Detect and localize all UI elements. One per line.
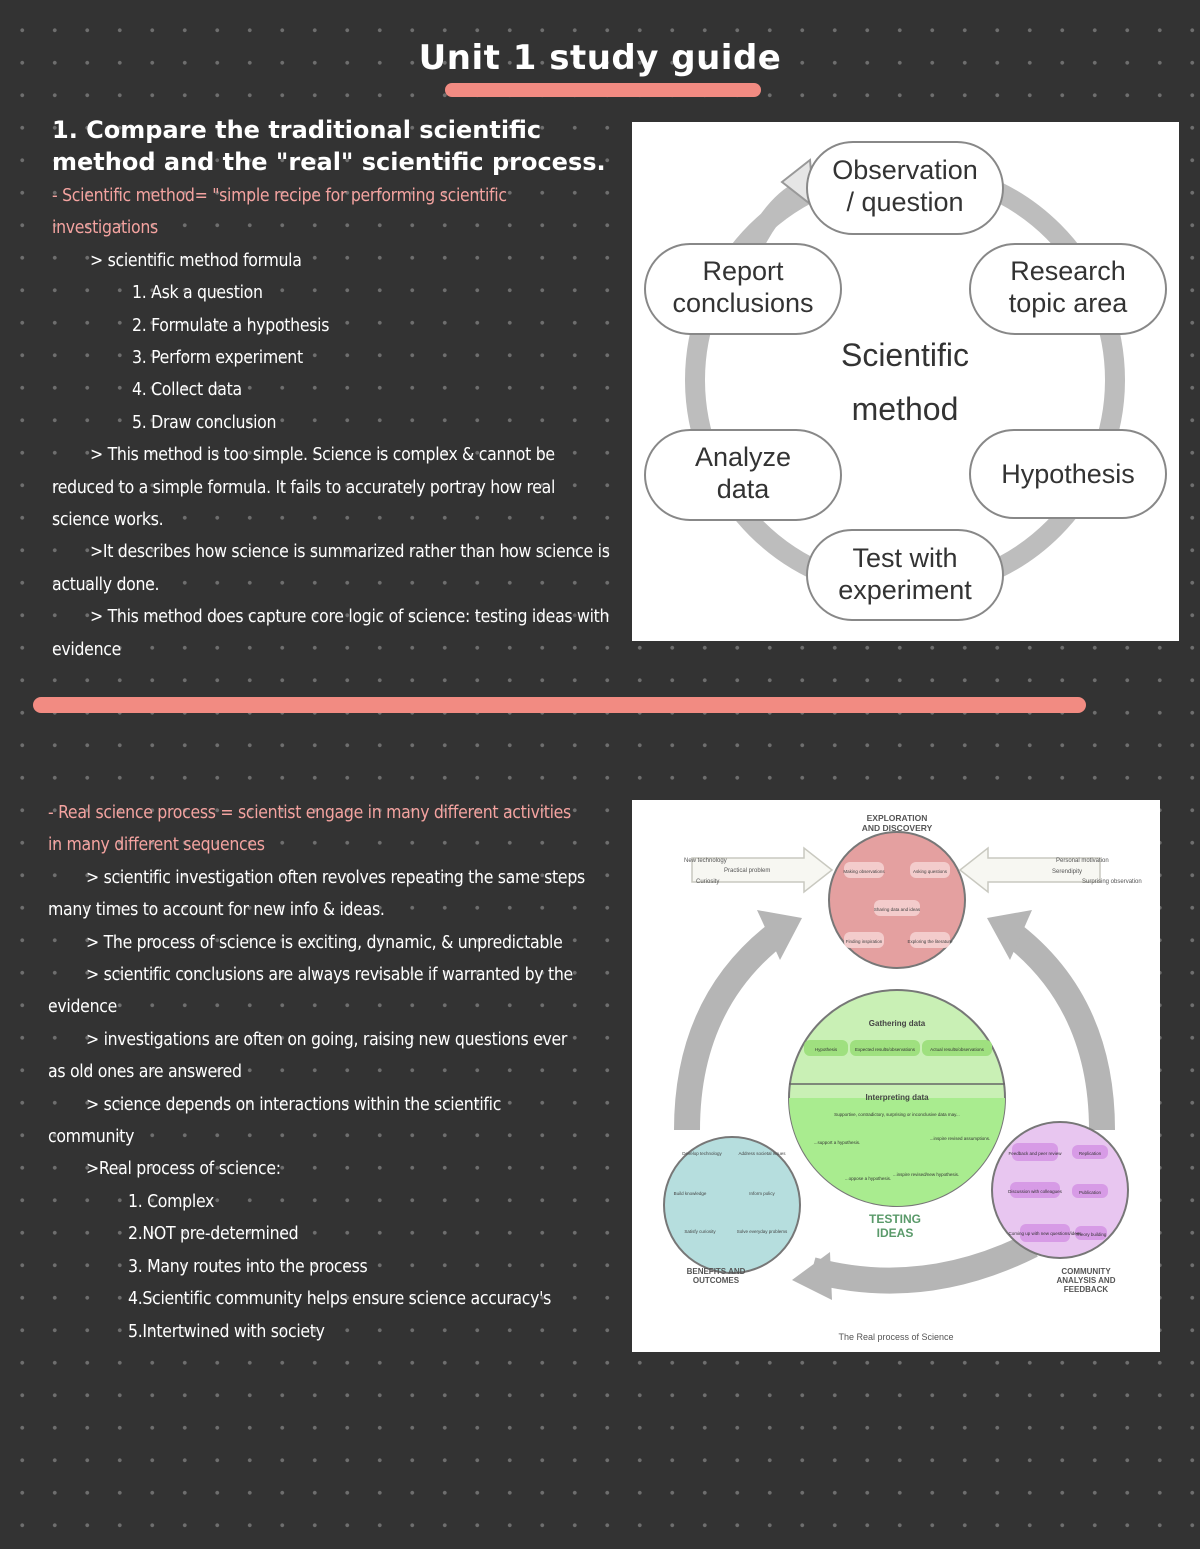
cycle-arrows xyxy=(674,919,1115,1294)
exploration-title: AND DISCOVERY xyxy=(862,823,933,833)
svg-text:Feedback and peer review: Feedback and peer review xyxy=(1008,1151,1062,1156)
center-label-line2: method xyxy=(852,391,959,427)
svg-text:...oppose a hypothesis.: ...oppose a hypothesis. xyxy=(845,1176,891,1181)
note-line: >Real process of science: xyxy=(86,1159,281,1180)
node-analyze: Analyze data xyxy=(644,429,842,521)
right-input: Surprising observation xyxy=(1082,879,1142,885)
node-test: Test with experiment xyxy=(806,529,1004,621)
svg-text:/ question: / question xyxy=(846,187,963,217)
left-input: Practical problem xyxy=(724,868,770,874)
svg-text:Research: Research xyxy=(1010,256,1126,286)
right-input: Serendipity xyxy=(1052,869,1082,875)
node-research: Research topic area xyxy=(969,243,1167,335)
svg-text:Discussion with colleagues: Discussion with colleagues xyxy=(1008,1189,1063,1194)
svg-text:Report: Report xyxy=(702,256,784,286)
title-underline xyxy=(445,83,761,97)
real-process-definition: - Real science process = scientist engag… xyxy=(48,803,571,856)
note-line: > science depends on interactions within… xyxy=(48,1094,502,1148)
benefits-circle xyxy=(663,1136,801,1274)
svg-text:experiment: experiment xyxy=(838,575,972,605)
list-item: 4.Scientific community helps ensure scie… xyxy=(128,1289,552,1310)
exploration-title: EXPLORATION xyxy=(867,813,928,823)
arrow-head-right xyxy=(987,910,1032,960)
svg-text:...inspire revised assumptions: ...inspire revised assumptions. xyxy=(930,1136,991,1141)
note-line: > scientific method formula xyxy=(90,250,302,271)
list-item: 1. Complex xyxy=(128,1191,215,1212)
left-input-arrow xyxy=(691,846,834,894)
node-report: Report conclusions xyxy=(644,243,842,335)
svg-text:Making observations: Making observations xyxy=(843,869,885,874)
center-label-line1: Scientific xyxy=(841,337,969,373)
right-input-arrow xyxy=(958,846,1101,894)
note-line: >It describes how science is summarized … xyxy=(52,542,610,595)
list-item: 1. Ask a question xyxy=(132,283,263,304)
svg-text:Solve everyday problems: Solve everyday problems xyxy=(737,1229,788,1234)
svg-text:Test with: Test with xyxy=(852,543,957,573)
arrow-head-left xyxy=(757,910,802,960)
note-line: > The process of science is exciting, dy… xyxy=(86,932,563,953)
note-line: > This method is too simple. Science is … xyxy=(52,445,556,531)
node-observation: Observation / question xyxy=(806,141,1004,235)
svg-text:Actual results/observations: Actual results/observations xyxy=(930,1047,985,1052)
svg-text:Address societal issues: Address societal issues xyxy=(738,1151,786,1156)
note-line: > scientific conclusions are always revi… xyxy=(48,965,573,1018)
real-process-diagram: New technology Practical problem Curiosi… xyxy=(632,800,1160,1352)
svg-text:Supportive, contradictory, sur: Supportive, contradictory, surprising or… xyxy=(834,1112,960,1117)
svg-text:Asking questions: Asking questions xyxy=(913,869,948,874)
node-hypothesis: Hypothesis xyxy=(969,429,1167,519)
testing-ideas-label: IDEAS xyxy=(877,1226,914,1240)
svg-text:Observation: Observation xyxy=(832,155,978,185)
page-title: Unit 1 study guide xyxy=(418,38,782,78)
svg-text:conclusions: conclusions xyxy=(672,288,813,318)
svg-text:Inform policy: Inform policy xyxy=(749,1191,775,1196)
svg-text:Exploring the literature: Exploring the literature xyxy=(907,939,953,944)
svg-text:Coming up with new questions/i: Coming up with new questions/ideas xyxy=(1008,1231,1082,1236)
svg-text:topic area: topic area xyxy=(1009,288,1129,318)
svg-text:Hypothesis: Hypothesis xyxy=(1001,459,1135,489)
list-item: 2. Formulate a hypothesis xyxy=(132,315,330,336)
svg-text:Satisfy curiosity: Satisfy curiosity xyxy=(684,1229,716,1234)
svg-text:Hypothesis: Hypothesis xyxy=(815,1047,838,1052)
left-input: Curiosity xyxy=(696,879,719,885)
gathering-data: Gathering data xyxy=(869,1019,926,1028)
svg-text:Publication: Publication xyxy=(1079,1190,1102,1195)
svg-text:...support a hypothesis.: ...support a hypothesis. xyxy=(814,1140,861,1145)
figure-caption: The Real process of Science xyxy=(838,1332,953,1342)
arrow-head-bottom xyxy=(792,1252,832,1300)
list-item: 5.Intertwined with society xyxy=(128,1321,325,1342)
list-item: 3. Perform experiment xyxy=(132,348,303,369)
scientific-method-diagram: Scientific method Observation / question… xyxy=(632,122,1179,641)
section1-notes: - Scientific method= "simple recipe for … xyxy=(52,180,612,666)
community-title: FEEDBACK xyxy=(1064,1285,1109,1294)
testing-ideas-label: TESTING xyxy=(869,1212,921,1226)
svg-text:Develop technology: Develop technology xyxy=(682,1151,722,1156)
list-item: 2.NOT pre-determined xyxy=(128,1224,299,1245)
svg-text:data: data xyxy=(717,474,771,504)
right-input: Personal motivation xyxy=(1056,858,1109,864)
list-item: 3. Many routes into the process xyxy=(128,1256,368,1277)
note-line: > investigations are often on going, rai… xyxy=(48,1029,568,1083)
svg-text:Analyze: Analyze xyxy=(695,442,791,472)
benefits-title: BENEFITS AND xyxy=(687,1267,746,1276)
section2-notes: - Real science process = scientist engag… xyxy=(48,797,588,1348)
svg-text:Theory building: Theory building xyxy=(1076,1232,1107,1237)
scientific-method-definition: - Scientific method= "simple recipe for … xyxy=(52,186,507,239)
note-line: > This method does capture core logic of… xyxy=(52,607,610,660)
interpreting-data: Interpreting data xyxy=(865,1093,929,1102)
svg-text:Finding inspiration: Finding inspiration xyxy=(846,939,883,944)
list-item: 5. Draw conclusion xyxy=(132,412,277,433)
section-divider xyxy=(33,697,1086,713)
svg-text:Sharing data and ideas: Sharing data and ideas xyxy=(874,907,921,912)
left-input: New technology xyxy=(684,858,727,864)
question-heading: 1. Compare the traditional scientific me… xyxy=(52,116,606,176)
community-title: ANALYSIS AND xyxy=(1057,1276,1116,1285)
list-item: 4. Collect data xyxy=(132,380,242,401)
note-line: > scientific investigation often revolve… xyxy=(48,867,585,921)
benefits-title: OUTCOMES xyxy=(693,1276,740,1285)
svg-text:Expected results/observations: Expected results/observations xyxy=(855,1047,916,1052)
svg-text:...inspire revised/new hypothe: ...inspire revised/new hypothesis. xyxy=(893,1172,959,1177)
community-title: COMMUNITY xyxy=(1061,1267,1111,1276)
svg-text:Replication: Replication xyxy=(1079,1151,1102,1156)
svg-text:Build knowledge: Build knowledge xyxy=(674,1191,707,1196)
